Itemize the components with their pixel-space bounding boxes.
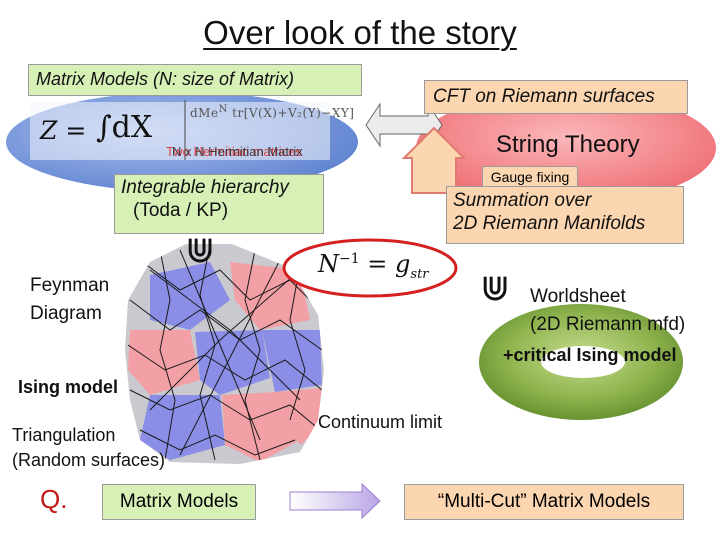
relation-circle bbox=[282, 238, 458, 298]
feynman-line2: Diagram bbox=[30, 303, 102, 324]
hermitian-label-0: N x N Hermitian Matrix bbox=[172, 144, 303, 159]
union-symbol-left: ⋓ bbox=[185, 230, 215, 271]
double-arrow bbox=[365, 102, 443, 148]
gauge-fixing-label: Gauge fixing bbox=[482, 166, 578, 188]
cft-box: CFT on Riemann surfaces bbox=[424, 80, 688, 114]
partition-function-integral: ∫dX bbox=[96, 110, 153, 145]
cft-label: CFT on Riemann surfaces bbox=[433, 86, 655, 107]
feynman-line1: Feynman bbox=[30, 275, 110, 296]
integrable-box: Integrable hierarchy (Toda / KP) bbox=[114, 174, 324, 234]
multicut-matrix-models-box: “Multi-Cut” Matrix Models bbox=[404, 484, 684, 520]
summation-box: Summation over 2D Riemann Manifolds bbox=[446, 186, 684, 244]
summation-line1: Summation over bbox=[453, 190, 592, 211]
string-theory-label: String Theory bbox=[496, 131, 640, 158]
triangulation-line2: (Random surfaces) bbox=[12, 450, 166, 470]
triangulation-line1: Triangulation bbox=[12, 425, 116, 445]
hermitian-label-1: Two Hermitian matrices bbox=[166, 144, 302, 159]
union-symbol-right: ⋓ bbox=[480, 268, 510, 309]
ising-model-label: Ising model bbox=[18, 377, 119, 397]
worldsheet-line2: (2D Riemann mfd) bbox=[530, 314, 686, 335]
matrix-models-label: Matrix Models (N: size of Matrix) bbox=[36, 69, 295, 89]
formula-exponent: dMeN tr[V(X)+V₂(Y)−XY] bbox=[190, 104, 355, 120]
slide-title: Over look of the story bbox=[203, 14, 517, 51]
worldsheet-line3: +critical Ising model bbox=[503, 345, 677, 365]
feynman-label: Feynman Diagram bbox=[30, 272, 109, 328]
integrable-line1: Integrable hierarchy bbox=[121, 177, 289, 198]
partition-function-lhs: Z = bbox=[40, 116, 87, 145]
continuum-limit-label: Continuum limit bbox=[318, 412, 443, 432]
worldsheet-label: Worldsheet (2D Riemann mfd) bbox=[530, 283, 685, 339]
integrable-line2: (Toda / KP) bbox=[133, 200, 229, 221]
matrix-models-box: Matrix Models (N: size of Matrix) bbox=[28, 64, 362, 96]
worldsheet-line1: Worldsheet bbox=[530, 286, 626, 307]
bottom-matrix-models-box: Matrix Models bbox=[102, 484, 256, 520]
torus-hole bbox=[541, 346, 625, 378]
question-label: Q. bbox=[40, 484, 68, 514]
relation-formula: N−1 = gstr bbox=[318, 250, 429, 282]
summation-line2: 2D Riemann Manifolds bbox=[453, 213, 646, 234]
triangulation-image bbox=[125, 244, 324, 464]
bottom-arrow bbox=[289, 482, 381, 520]
triangulation-label: Triangulation (Random surfaces) bbox=[12, 423, 165, 473]
